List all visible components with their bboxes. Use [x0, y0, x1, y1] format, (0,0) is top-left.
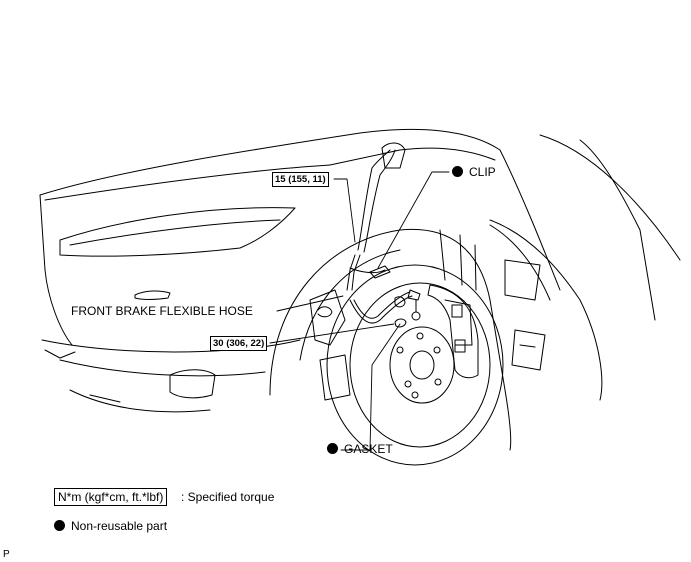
legend-nonreusable-desc: Non-reusable part	[71, 519, 168, 533]
brake-line	[346, 142, 421, 328]
wheel-house	[269, 228, 546, 451]
legend-torque-unit: N*m (kgf*cm, ft.*lbf)	[54, 488, 168, 506]
brake-disc	[326, 264, 504, 466]
leader-lines	[269, 171, 450, 451]
headlight	[59, 207, 296, 300]
legend-nonreusable: Non-reusable part	[54, 519, 167, 533]
gasket-callout: GASKET	[327, 442, 393, 456]
clip-label: CLIP	[469, 165, 496, 179]
nonreusable-dot-icon	[452, 166, 463, 177]
gasket-label: GASKET	[344, 442, 393, 456]
clip-callout: CLIP	[452, 165, 496, 179]
nonreusable-dot-icon	[54, 520, 65, 531]
brake-caliper	[427, 284, 479, 379]
legend-torque-desc: : Specified torque	[181, 490, 275, 504]
torque-spec-lower: 30 (306, 22)	[210, 336, 268, 351]
nonreusable-dot-icon	[327, 443, 338, 454]
front-brake-flexible-hose-label: FRONT BRAKE FLEXIBLE HOSE	[71, 304, 253, 318]
car-body-outline	[39, 128, 681, 401]
corner-mark: P	[3, 549, 10, 560]
torque-spec-upper: 15 (155, 11)	[272, 172, 329, 187]
